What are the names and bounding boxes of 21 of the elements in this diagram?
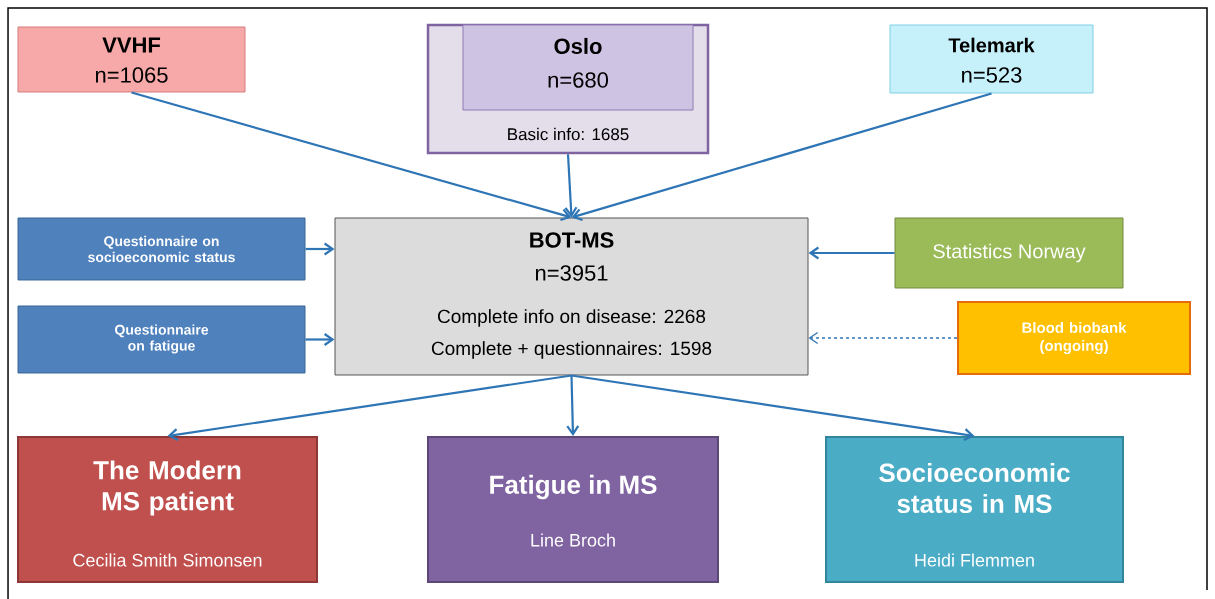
arrow — [571, 374, 975, 441]
source-box: Blood biobank (ongoing) — [957, 301, 1191, 375]
arrow — [564, 154, 578, 218]
arrow — [808, 331, 958, 345]
arrow — [305, 242, 335, 256]
source-box: Questionnaire on socioeconomic status — [17, 217, 306, 281]
arrow — [167, 374, 572, 441]
arrow — [305, 333, 335, 346]
study-box: The Modern MS patient Cecilia Smith Simonsen — [17, 436, 318, 583]
site-box: VVHF n=1065 — [17, 26, 246, 93]
site-box: Oslo n=680 — [462, 24, 694, 111]
source-box: Statistics Norway — [894, 217, 1124, 289]
study-box: Fatigue in MS Line Broch — [427, 436, 719, 583]
study-box: Socioeconomic status in MS Heidi Flemmen — [825, 436, 1124, 583]
arrow — [566, 375, 580, 436]
arrow — [571, 92, 992, 221]
registry-box: BOT-MS n=3951 Complete info on disease: 2268 Complete + questionnaires: 1598 — [334, 217, 809, 376]
source-box: Questionnaire on fatigue — [17, 305, 306, 374]
site-box: Telemark n=523 — [889, 24, 1094, 94]
arrow — [131, 91, 572, 222]
arrow — [808, 246, 895, 260]
